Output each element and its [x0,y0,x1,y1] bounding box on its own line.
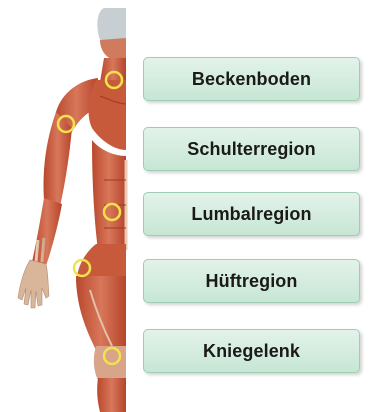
region-button-beckenboden[interactable]: Beckenboden [143,57,360,101]
region-button-label: Hüftregion [206,271,298,292]
region-button-schulterregion[interactable]: Schulterregion [143,127,360,171]
region-button-kniegelenk[interactable]: Kniegelenk [143,329,360,373]
region-button-label: Beckenboden [192,69,311,90]
region-button-label: Lumbalregion [191,204,311,225]
anatomy-figure [0,0,130,412]
chest [89,80,126,150]
hand [18,260,49,308]
region-button-label: Schulterregion [187,139,315,160]
region-button-label: Kniegelenk [203,341,300,362]
abdomen [92,140,126,250]
region-button-lumbalregion[interactable]: Lumbalregion [143,192,360,236]
lower-leg [97,378,126,412]
thigh [76,276,126,350]
region-button-hueftregion[interactable]: Hüftregion [143,259,360,303]
